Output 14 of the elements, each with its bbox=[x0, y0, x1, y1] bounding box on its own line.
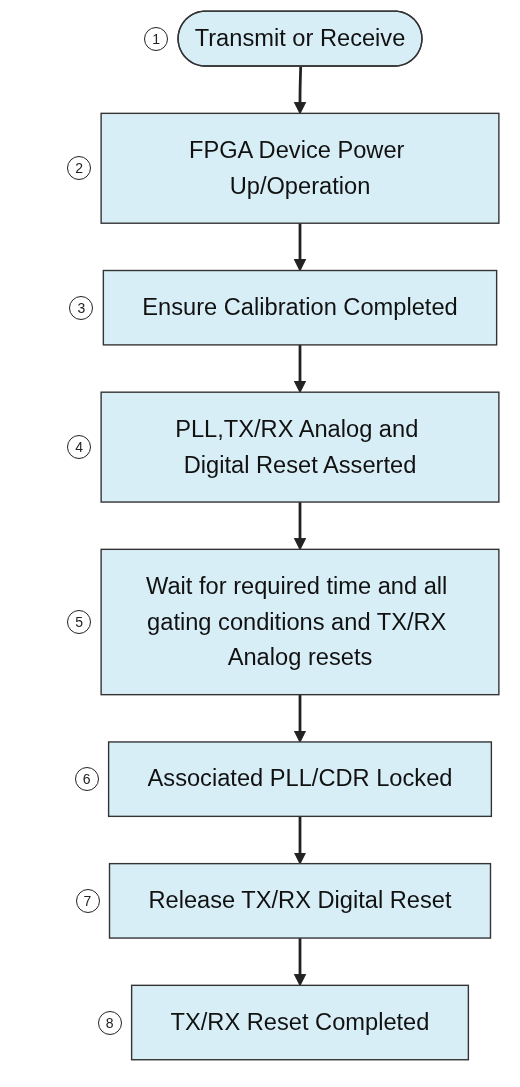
node-box: Ensure Calibration Completed bbox=[102, 269, 498, 346]
node-box: Associated PLL/CDR Locked bbox=[107, 741, 493, 818]
arrow bbox=[293, 938, 307, 986]
arrow bbox=[293, 66, 307, 114]
node-box: Release TX/RX Digital Reset bbox=[108, 862, 492, 939]
arrow bbox=[293, 223, 307, 272]
arrow bbox=[293, 694, 307, 743]
node-box: FPGA Device Power Up/Operation bbox=[100, 112, 500, 224]
arrow bbox=[293, 502, 307, 550]
arrow bbox=[293, 344, 307, 393]
node-box: TX/RX Reset Completed bbox=[130, 984, 470, 1061]
node-box: PLL,TX/RX Analog and Digital Reset Asserted bbox=[100, 391, 500, 503]
arrow bbox=[293, 816, 307, 865]
node-box: Wait for required time and all gating conditions and TX/RX Analog resets bbox=[100, 548, 500, 696]
